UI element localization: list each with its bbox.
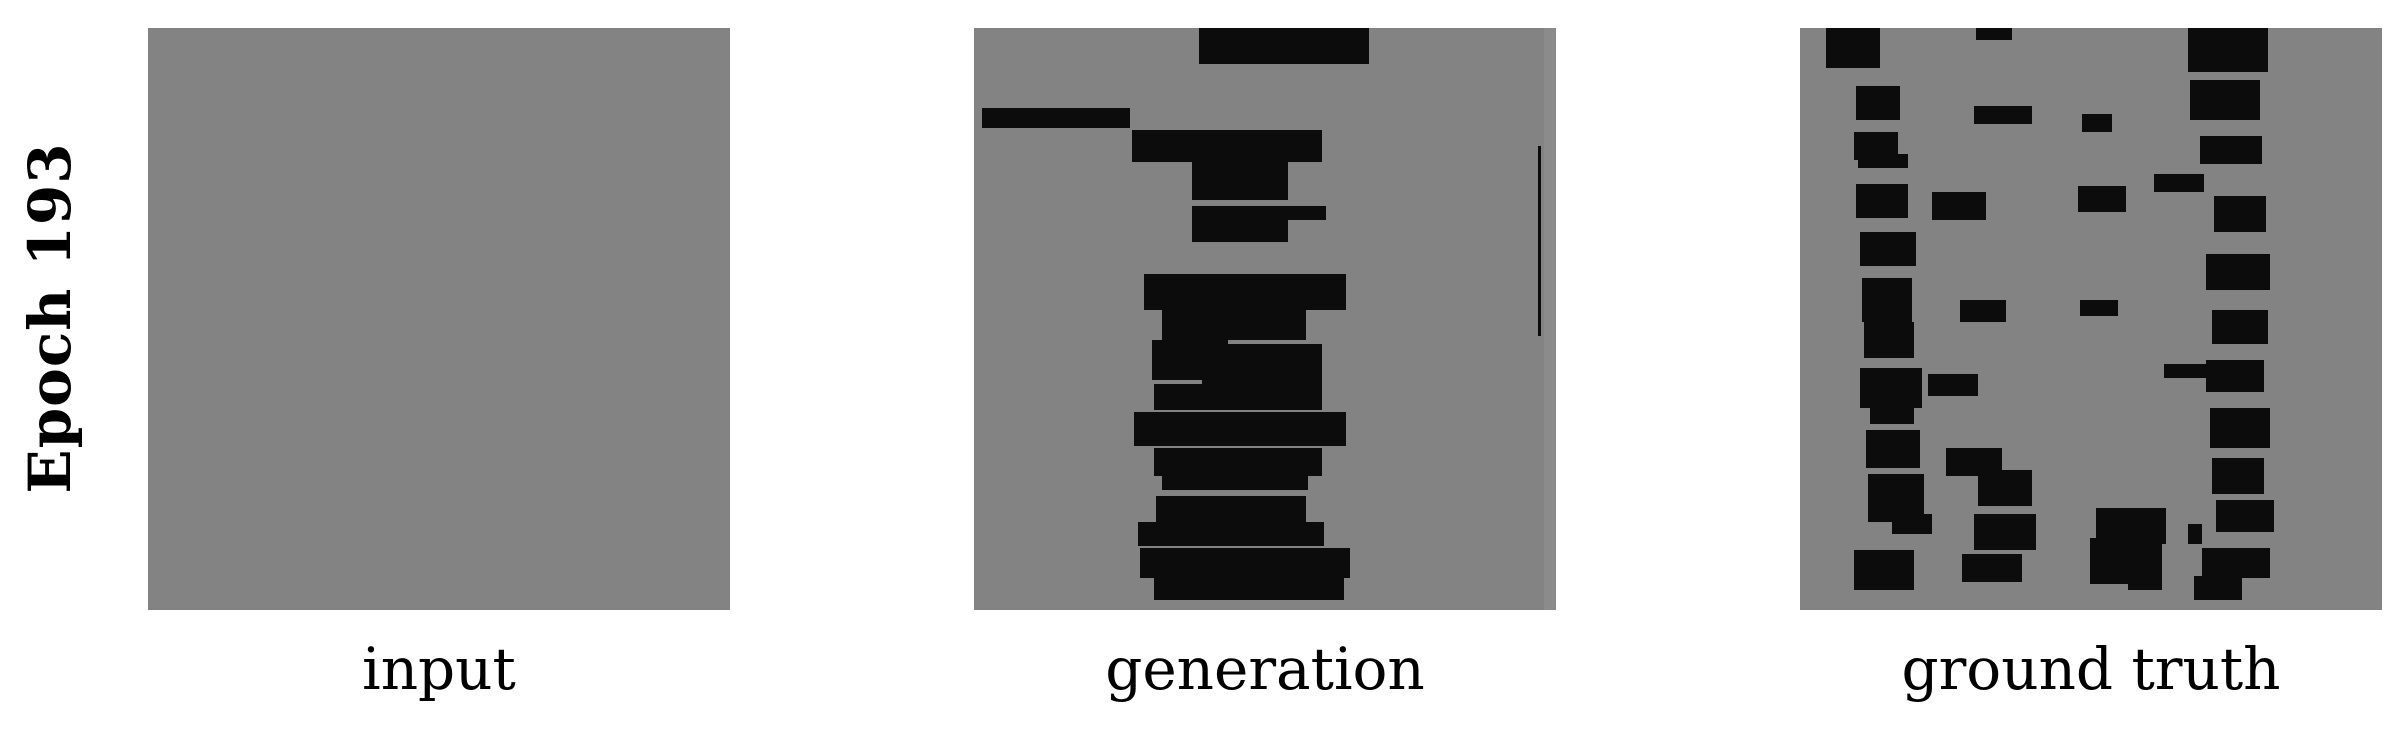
generation-image bbox=[974, 28, 1556, 610]
epoch-label: Epoch 193 bbox=[16, 142, 84, 494]
ground-truth-image bbox=[1800, 28, 2382, 610]
row-label: Epoch 193 bbox=[10, 28, 90, 608]
input-image bbox=[148, 28, 730, 610]
ground-truth-blocks bbox=[1826, 28, 2274, 600]
caption-ground-truth: ground truth bbox=[1901, 635, 2281, 703]
generation-blocks bbox=[982, 28, 1556, 610]
caption-generation: generation bbox=[1105, 635, 1425, 703]
caption-input: input bbox=[362, 635, 516, 703]
